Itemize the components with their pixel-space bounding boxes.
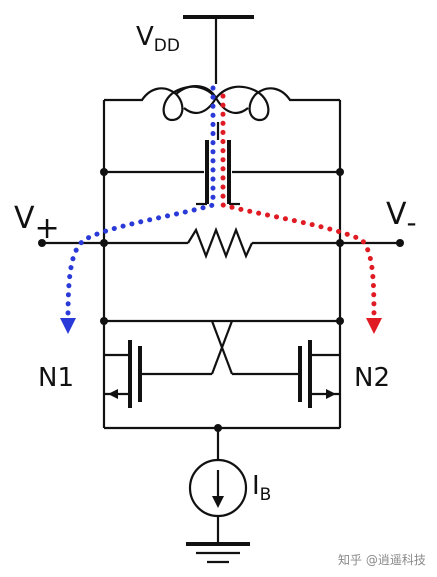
n1-label: N1: [38, 363, 74, 393]
watermark: 知乎 @逍遥科技: [338, 553, 426, 567]
transistor-n1: [104, 340, 142, 408]
vdd-label: VDD: [136, 22, 180, 56]
junction-nodes: [38, 168, 404, 432]
resistor: [187, 226, 253, 260]
vdd-supply: [183, 15, 254, 84]
current-path-left: [60, 85, 216, 334]
vminus-label: V-: [386, 197, 417, 239]
tail: [104, 426, 340, 544]
cross-coupling: [104, 319, 340, 376]
output-line: [40, 226, 402, 260]
n2-label: N2: [354, 363, 390, 393]
inductor: [104, 85, 340, 122]
vplus-label: V+: [14, 201, 60, 246]
transistor-n2: [298, 340, 340, 408]
ib-label: IB: [252, 471, 271, 505]
ground-symbol: [186, 542, 250, 564]
current-path-right: [220, 93, 382, 334]
varactor: [104, 122, 340, 206]
